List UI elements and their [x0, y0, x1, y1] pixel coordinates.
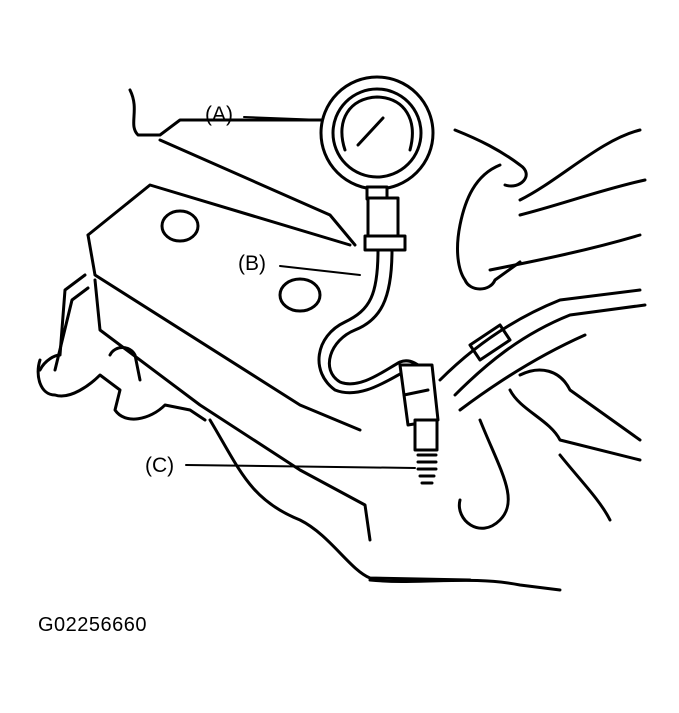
right-bolt-a: [468, 323, 512, 362]
right-rail-2: [453, 303, 647, 397]
callout-a-label: (A): [205, 103, 233, 126]
engine-top-edge: [158, 138, 357, 247]
left-bracket: [36, 358, 207, 422]
callout-c-label: (C): [145, 454, 175, 477]
right-rail-1: [438, 288, 642, 382]
right-hose-upper: [518, 128, 642, 202]
hose-outer: [327, 248, 427, 386]
leader-a: [243, 116, 323, 121]
spark-plug-hole-1: [160, 209, 200, 243]
left-bracket-lower: [108, 346, 142, 382]
right-bracket-top: [453, 128, 528, 188]
gauge-scale: [340, 95, 414, 152]
leader-c: [185, 464, 416, 469]
right-bracket: [456, 163, 522, 291]
right-hose-mid: [518, 178, 647, 217]
gauge-hose-fitting: [363, 234, 407, 252]
cylinder-head-top: [86, 183, 352, 247]
leader-b: [279, 265, 361, 276]
callout-b-label: (B): [238, 252, 266, 275]
cylinder-head-front: [86, 233, 362, 432]
adapter-tip: [413, 418, 439, 452]
engine-upper-outline: [128, 88, 332, 137]
block-lower-outline: [368, 578, 562, 592]
adapter-thread: [416, 453, 438, 485]
gauge-rim: [331, 87, 423, 179]
adapter-detail: [402, 388, 430, 397]
left-pipe-inner: [53, 286, 90, 372]
cylinder-head-lower: [93, 278, 372, 542]
gauge-needle: [356, 116, 385, 147]
right-lower-edge: [457, 418, 510, 530]
head-bottom-curve: [208, 418, 472, 582]
right-bolt-b: [518, 368, 642, 442]
figure-id: G02256660: [38, 614, 148, 636]
right-base: [558, 453, 612, 522]
right-rail-3: [458, 333, 587, 412]
gauge-coupler: [366, 196, 400, 240]
spark-plug-hole-2: [278, 277, 322, 313]
right-bolt-c: [508, 388, 642, 462]
right-hose-lower: [488, 233, 642, 272]
